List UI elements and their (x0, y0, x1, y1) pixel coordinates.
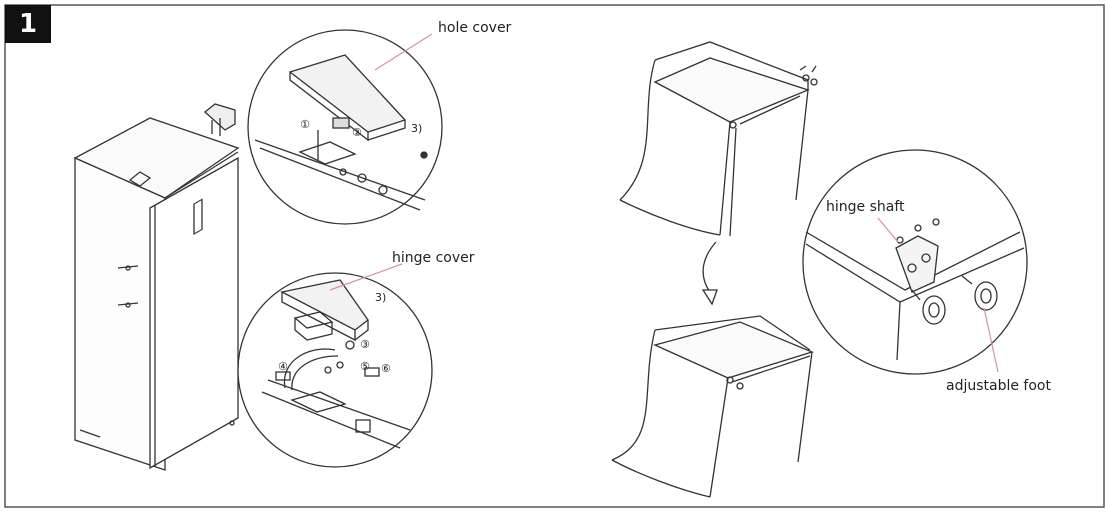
circled-marker-3: ③ (360, 338, 370, 351)
circled-marker-5: ⑤ (360, 360, 370, 373)
circled-marker-2: ② (352, 126, 362, 139)
adjustable-foot-left (922, 295, 946, 325)
step-number-badge: 1 (5, 5, 51, 43)
hole-cover-detail (247, 29, 443, 225)
door-top-before (619, 41, 818, 237)
adjustable-foot-leader-line (983, 307, 999, 373)
hinge-cover-detail (237, 272, 433, 468)
figure-border (4, 4, 1105, 508)
hinge-cover-step-marker: 3) (375, 291, 386, 304)
adjustable-foot-label: adjustable foot (946, 378, 1051, 394)
circled-marker-4: ④ (278, 360, 288, 373)
circled-marker-1: ① (300, 118, 310, 131)
circled-marker-6: ⑥ (381, 362, 391, 375)
hinge-shaft-label: hinge shaft (826, 199, 905, 215)
door-top-after (611, 315, 814, 498)
curved-down-arrow-icon (701, 241, 718, 306)
hinge-shaft-leader-line (877, 217, 899, 243)
hinge-cover-label: hinge cover (392, 250, 475, 266)
hinge-cover-leader-line (329, 263, 403, 291)
hole-cover-leader-line (374, 33, 433, 71)
hinge-shaft-detail (802, 149, 1028, 375)
adjustable-foot-right (974, 281, 998, 311)
hole-cover-label: hole cover (438, 20, 512, 36)
hole-cover-step-marker: 3) (411, 122, 422, 135)
refrigerator-illustration (73, 103, 240, 471)
